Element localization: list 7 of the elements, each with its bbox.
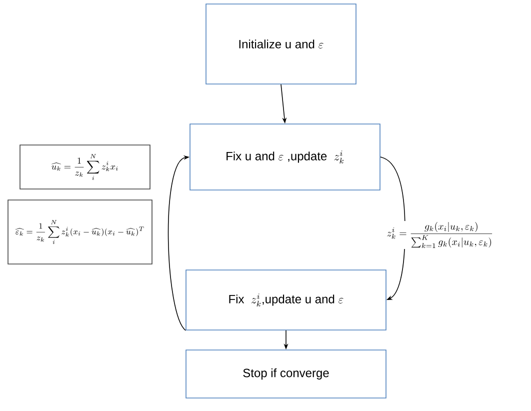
process-box: $\text{Fix }\; z_k^i\text{,update u and }\varepsilon$ bbox=[186, 270, 386, 330]
process-box: $\text{Fix u and }\varepsilon\text{ ,update }\;z_k^i$ bbox=[190, 124, 380, 190]
process-box: $\text{Initialize u and }\varepsilon$ bbox=[206, 4, 356, 84]
edge-label: $z_k^i=\frac{g_k(x_i|u_k,\varepsilon_k)}{\sum_{k=1}^{K} g_k(x_i|u_k,\varepsilon_k)}$ bbox=[387, 222, 492, 248]
process-box: $\text{Stop if converge}$ bbox=[186, 350, 386, 398]
formula-box: $\widehat{\varepsilon_k}=\frac{1}{z_k}\sum_{i}^{N} z_k^i (x_i-\widehat{u_k})(x_i-\widehat{u_k})^T$ bbox=[8, 200, 152, 264]
formula-box: $\widehat{u_k}=\frac{1}{z_k}\sum_{i}^{N} z_k^i x_i$ bbox=[20, 144, 150, 190]
